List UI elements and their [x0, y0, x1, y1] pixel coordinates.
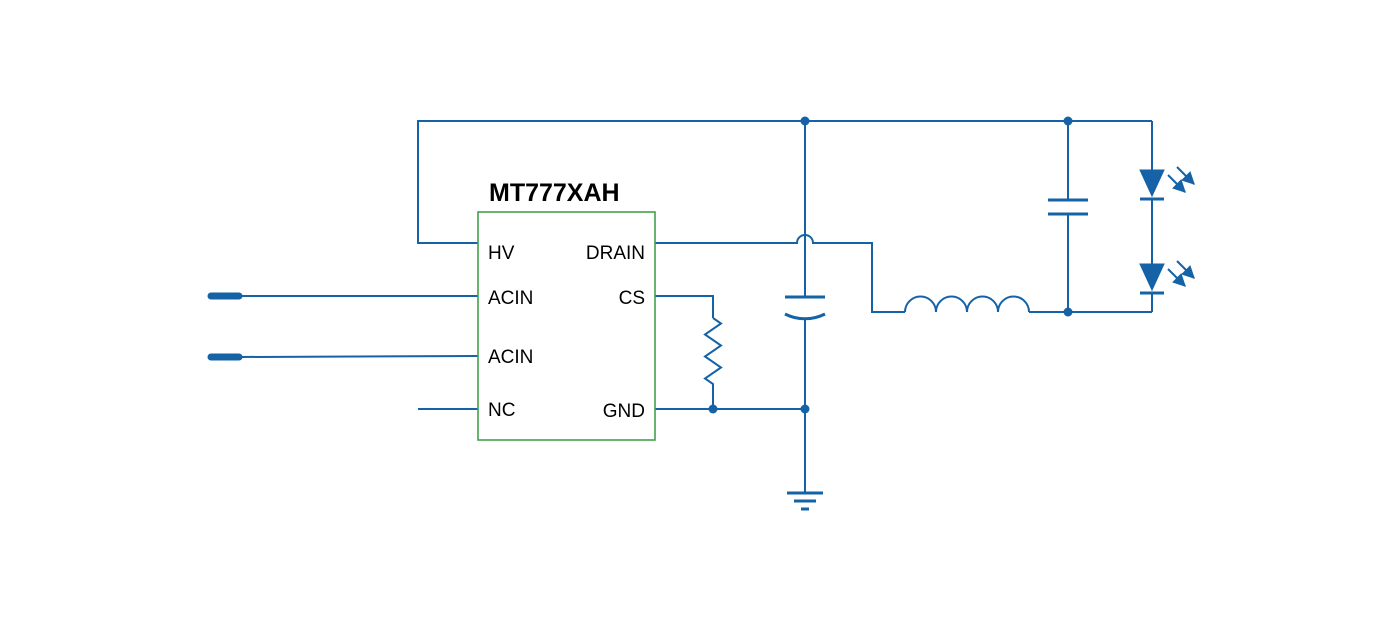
ground-symbol: [787, 491, 823, 511]
junction-dot: [800, 404, 810, 414]
junction-dot: [1063, 116, 1073, 126]
current-sense-resistor: [703, 317, 723, 409]
led-1: [1139, 166, 1195, 201]
capacitor-plate-curved: [784, 312, 826, 321]
junction-dot: [800, 116, 810, 126]
pin-label-cs: CS: [619, 288, 645, 309]
led-2: [1139, 260, 1195, 295]
wire-cs: [655, 295, 714, 318]
junction-dots: [708, 116, 1073, 414]
output-capacitor: [1048, 198, 1088, 216]
pin-label-nc: NC: [488, 400, 515, 421]
junction-dot: [1063, 307, 1073, 317]
pin-label-acin-1: ACIN: [488, 288, 533, 309]
output-inductor: [904, 295, 1030, 313]
ic-body: [477, 211, 656, 441]
wires: [239, 120, 1153, 492]
ic-title: MT777XAH: [489, 179, 620, 207]
pin-label-drain: DRAIN: [586, 243, 645, 264]
junction-dot: [708, 404, 718, 414]
pin-label-acin-2: ACIN: [488, 347, 533, 368]
pin-label-gnd: GND: [603, 401, 645, 422]
wire-hv-top-rail: [417, 120, 1152, 244]
wire-drain: [655, 234, 905, 313]
bulk-capacitor: [784, 295, 826, 321]
emission-arrow-icon: [1167, 174, 1186, 193]
emission-arrow-icon: [1176, 166, 1195, 185]
led-anode-triangle: [1139, 263, 1165, 292]
led-emission-arrows: [1167, 166, 1195, 193]
led-emission-arrows: [1167, 260, 1195, 287]
ic-mt777xah: MT777XAH HV ACIN ACIN NC DRAIN CS GND: [477, 179, 656, 441]
pin-label-hv: HV: [488, 243, 515, 264]
emission-arrow-icon: [1167, 268, 1186, 287]
wire-acin-bottom: [239, 355, 479, 358]
led-anode-triangle: [1139, 169, 1165, 198]
emission-arrow-icon: [1176, 260, 1195, 279]
